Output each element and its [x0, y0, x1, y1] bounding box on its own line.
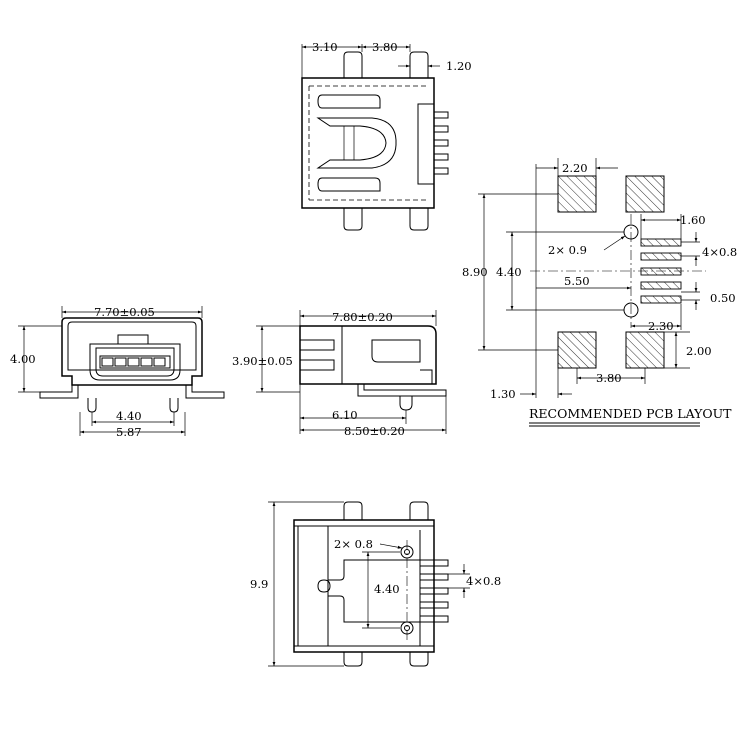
side-body-outline: [299, 325, 437, 385]
bottom-dim-pins: 4×0.8: [466, 574, 501, 588]
front-dim-width: 7.70±0.05: [94, 305, 155, 319]
pcb-dim-pad-height: 2.00: [686, 344, 712, 358]
bottom-view: 2× 0.8 9.9 4.40 4×0.8: [250, 501, 501, 667]
bottom-body-outline: [293, 519, 435, 653]
top-tab-left: [343, 51, 363, 78]
side-dim-inner: 6.10: [332, 408, 358, 422]
pcb-dim-pin-span: 2.30: [648, 319, 674, 333]
top-view: 3.10 3.80 1.20: [301, 40, 472, 231]
bottom-tab-right: [409, 208, 429, 231]
top-body-outline: [301, 77, 435, 209]
bottom-dim-hole-span: 4.40: [374, 582, 400, 596]
pcb-dim-hole-span: 4.40: [496, 265, 522, 279]
pcb-pin-4: [640, 281, 682, 290]
pcb-pin-5: [640, 295, 682, 304]
pcb-dim-pitch: 0.50: [710, 291, 736, 305]
front-dim-outer: 5.87: [116, 425, 142, 439]
pcb-pin-1: [640, 238, 682, 247]
side-dim-height: 3.90±0.05: [232, 354, 293, 368]
bottom-view-tab-bottom-right: [409, 652, 429, 667]
pcb-pad-top-right: [625, 175, 665, 213]
pcb-dim-pad-width: 2.20: [562, 161, 588, 175]
top-dim-mid: 3.80: [372, 40, 398, 54]
pcb-dim-pin-length: 1.60: [680, 213, 706, 227]
front-dim-height: 4.00: [10, 352, 36, 366]
pcb-pad-bottom-right: [625, 331, 665, 369]
bottom-view-tab-top-left: [343, 501, 363, 520]
top-tab-right: [409, 51, 429, 78]
front-dim-inner: 4.40: [116, 409, 142, 423]
pcb-pin-2: [640, 252, 682, 261]
pcb-dim-holes: 2× 0.9: [548, 243, 587, 257]
side-view: 7.80±0.20 3.90±0.05 6.10 8.50±0.20: [232, 310, 447, 438]
pcb-pad-top-left: [557, 175, 597, 213]
pcb-dim-pad-gap: 3.80: [596, 371, 622, 385]
pcb-layout-title: RECOMMENDED PCB LAYOUT: [529, 406, 732, 421]
bottom-dim-holes: 2× 0.8: [334, 537, 373, 551]
bottom-view-tab-bottom-left: [343, 652, 363, 667]
bottom-view-tab-top-right: [409, 501, 429, 520]
top-dim-right: 1.20: [446, 59, 472, 73]
top-dim-left: 3.10: [312, 40, 338, 54]
side-dim-total: 8.50±0.20: [344, 424, 405, 438]
front-view: 7.70±0.05 4.00 4.40 5.87: [10, 305, 225, 439]
front-body-outline: [61, 317, 203, 386]
pcb-dim-height: 8.90: [462, 265, 488, 279]
pcb-pin-3: [640, 267, 682, 276]
pcb-dim-pins: 4×0.8: [702, 245, 737, 259]
side-dim-top: 7.80±0.20: [332, 310, 393, 324]
bottom-dim-height: 9.9: [250, 577, 268, 591]
bottom-tab-left: [343, 208, 363, 231]
pcb-dim-edge: 1.30: [490, 387, 516, 401]
pcb-pad-bottom-left: [557, 331, 597, 369]
pcb-dim-offset: 5.50: [564, 274, 590, 288]
pcb-layout: 2.20 1.60 2× 0.9 4×0.8 8.90 4.40 5.50 0.…: [462, 158, 737, 427]
